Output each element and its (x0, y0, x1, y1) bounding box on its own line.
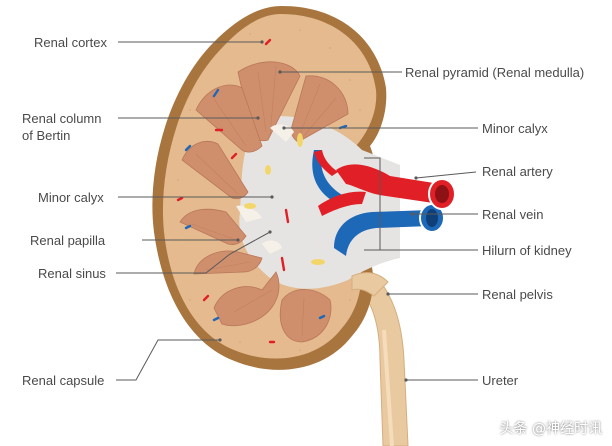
renal-pelvis-shape (351, 272, 389, 297)
pyramid-bottom-left (213, 271, 280, 327)
leader-renal-capsule (116, 339, 220, 381)
watermark-text: 头条 @神经时讯 (499, 421, 602, 437)
label-renal-papilla: Renal papilla (30, 233, 106, 248)
leader-lines (116, 41, 478, 381)
label-renal-sinus: Renal sinus (38, 266, 106, 281)
label-renal-pyramid: Renal pyramid (Renal medulla) (405, 65, 585, 80)
label-renal-pelvis: Renal pelvis (482, 287, 553, 302)
leader-renal-artery (415, 171, 477, 179)
pyramid-upper-left (195, 84, 263, 153)
pyramid-striations (191, 65, 337, 337)
label-ureter: Ureter (482, 373, 519, 388)
label-minor-calyx-left: Minor calyx (38, 190, 104, 205)
leader-renal-sinus-bend (205, 231, 271, 274)
leader-dots (218, 40, 418, 382)
minor-calyx-cup-top (270, 124, 294, 142)
cortex-vessels (176, 38, 348, 344)
minor-calyx-cup-lower (262, 240, 282, 254)
pyramid-mid-left (181, 141, 249, 200)
label-renal-vein: Renal vein (482, 207, 544, 222)
cortex-texture (175, 29, 361, 351)
label-renal-cortex: Renal cortex (34, 35, 107, 50)
ureter-highlight (382, 329, 394, 446)
pyramid-bottom (279, 289, 332, 343)
label-renal-column: Renal column (22, 111, 102, 126)
label-hilum: Hilurn of kidney (482, 243, 572, 258)
label-of-bertin: of Bertin (22, 128, 71, 143)
watermark: 头条 @神经时讯 (500, 418, 602, 438)
renal-pyramids (179, 61, 349, 343)
label-renal-artery: Renal artery (482, 164, 553, 179)
minor-calyx-cup-left (236, 205, 262, 222)
leader-hilum-bracket (364, 157, 381, 251)
renal-artery-vessel (314, 150, 456, 216)
ureter (355, 271, 409, 446)
label-minor-calyx-right: Minor calyx (482, 121, 548, 136)
pyramid-lower-left (193, 250, 263, 275)
calyx-cups (236, 124, 294, 254)
pyramid-left (179, 208, 247, 245)
label-renal-capsule: Renal capsule (22, 373, 105, 388)
sinus-fat (244, 133, 325, 265)
